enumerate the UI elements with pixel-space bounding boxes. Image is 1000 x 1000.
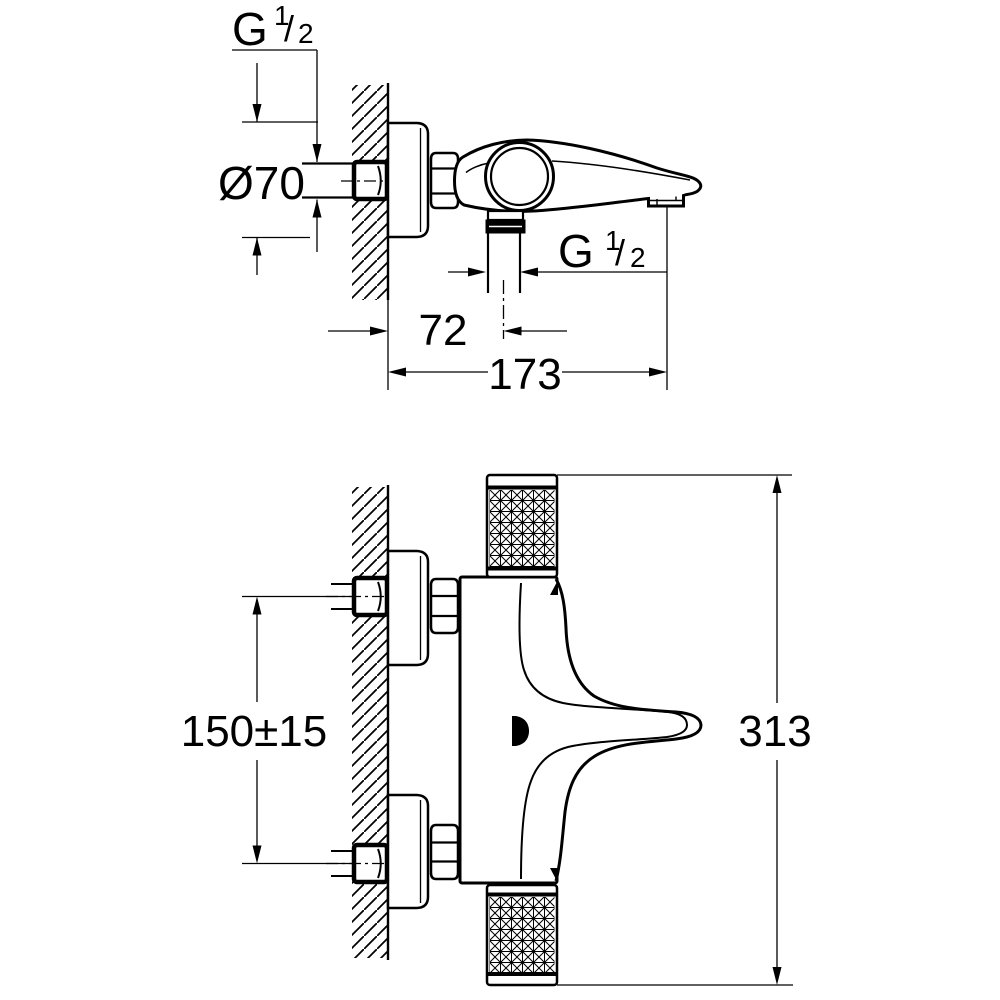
escutcheon-flange-top bbox=[386, 549, 430, 667]
thread-wall-sup: 1 bbox=[274, 0, 290, 31]
spout-body bbox=[452, 138, 703, 213]
shower-outlet-ring-inner bbox=[489, 146, 550, 207]
escutcheon-flange-bottom bbox=[386, 793, 430, 910]
top-view: G 1 / 2 Ø70 G 1 / 2 bbox=[218, 0, 703, 399]
indicator-mark-bottom bbox=[550, 868, 558, 883]
outlet-thread-label: G bbox=[558, 225, 594, 277]
spout-horn-fill bbox=[551, 579, 701, 881]
dimension-313: 313 bbox=[557, 474, 812, 986]
wall-section-front-view bbox=[352, 485, 390, 960]
escutcheon-flange bbox=[386, 121, 430, 239]
outlet-thread-sub: 2 bbox=[630, 242, 646, 273]
thread-wall-sub: 2 bbox=[298, 18, 314, 49]
inlet-union-bottom bbox=[326, 793, 460, 910]
dim-72-label: 72 bbox=[419, 306, 468, 355]
thread-wall-label: G bbox=[232, 3, 268, 55]
union-nut-top bbox=[429, 577, 460, 635]
spout-horn-inner-contour bbox=[518, 582, 689, 880]
eco-button-mark bbox=[512, 716, 529, 746]
union-nut bbox=[429, 151, 460, 210]
aerator-outlet bbox=[648, 196, 684, 206]
dimension-173: 173 bbox=[388, 207, 668, 399]
knurled-handle-top bbox=[485, 473, 559, 579]
dim-173-label: 173 bbox=[488, 350, 561, 399]
wall-union-pipe bbox=[302, 159, 393, 202]
knurl-grip bbox=[489, 490, 555, 567]
outlet-thread-sup: 1 bbox=[605, 225, 621, 256]
spout-top-contour bbox=[551, 160, 691, 181]
wall-hatch bbox=[352, 487, 388, 958]
wall-section-top-view bbox=[352, 83, 390, 390]
dimension-thread-wall: G 1 / 2 bbox=[232, 0, 322, 252]
knurled-handle-bottom bbox=[485, 883, 559, 987]
knurl-grip bbox=[489, 897, 555, 972]
dimension-72: 72 bbox=[328, 306, 567, 355]
indicator-mark-top bbox=[550, 580, 558, 595]
spout-horn-outline bbox=[554, 578, 703, 882]
mixer-body bbox=[458, 575, 703, 885]
front-view: 150±15 313 bbox=[181, 473, 812, 987]
escutcheon-diameter-label: Ø70 bbox=[218, 157, 305, 209]
thread-wall-slash: / bbox=[284, 8, 294, 49]
dim-150-label: 150±15 bbox=[181, 707, 328, 756]
shower-outlet-pipe bbox=[485, 209, 526, 339]
inlet-union-top bbox=[326, 549, 460, 667]
dimension-shower-outlet-thread: G 1 / 2 bbox=[448, 225, 667, 277]
dimension-escutcheon-diameter: Ø70 bbox=[218, 63, 318, 275]
outlet-thread-slash: / bbox=[615, 232, 625, 273]
dimension-150-15: 150±15 bbox=[181, 595, 352, 865]
union-nut-bottom bbox=[429, 823, 460, 881]
dim-313-label: 313 bbox=[738, 707, 811, 756]
